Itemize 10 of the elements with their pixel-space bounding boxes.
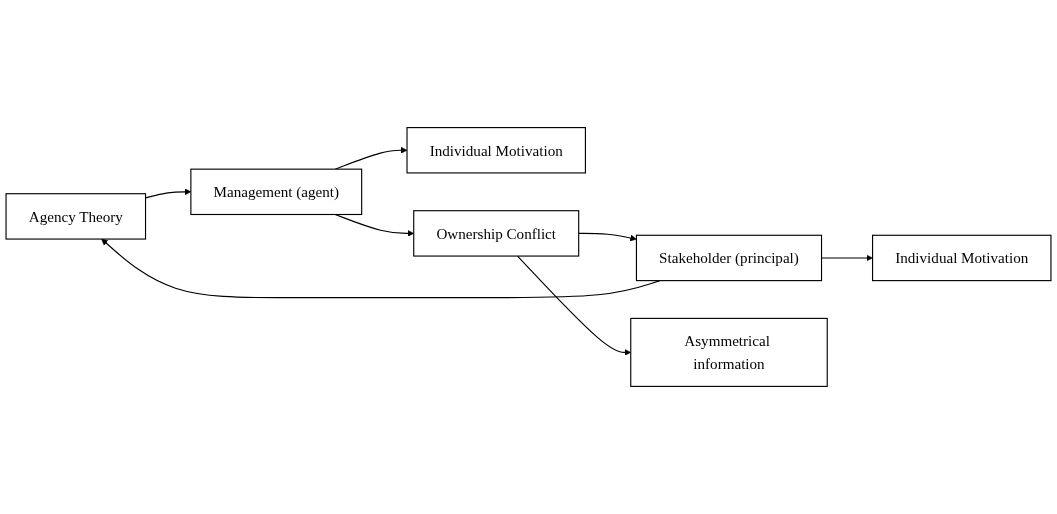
node-box: Individual Motivation <box>406 127 586 174</box>
node-box: Management (agent) <box>190 168 363 216</box>
node-box: Individual Motivation <box>872 234 1052 282</box>
arrow <box>101 238 661 299</box>
arrow <box>334 146 408 170</box>
node-box: Asymmetrical information <box>630 317 828 387</box>
node-box: Agency Theory <box>5 193 147 240</box>
node-box: Ownership Conflict <box>413 210 580 257</box>
node-box: Stakeholder (principal) <box>635 234 823 282</box>
arrow <box>578 232 637 242</box>
